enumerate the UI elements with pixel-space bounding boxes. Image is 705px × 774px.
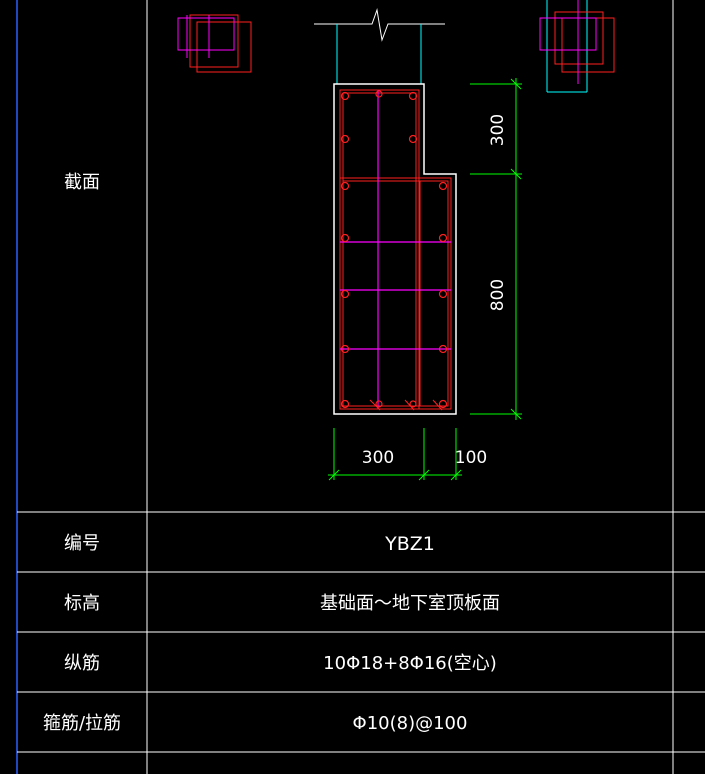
wall-above xyxy=(314,8,445,85)
row-label-stirrups: 箍筋/拉筋 xyxy=(43,713,121,734)
dim-upper-height: 300 xyxy=(488,114,508,146)
stirrups xyxy=(339,89,452,410)
value-longitudinal: 10Φ18+8Φ16(空心) xyxy=(323,653,497,674)
dim-main-width: 300 xyxy=(362,448,394,468)
value-elevation: 基础面～地下室顶板面 xyxy=(320,593,500,614)
stirrup-hooks xyxy=(369,399,443,411)
dim-lower-height: 800 xyxy=(488,279,508,311)
row-label-id: 编号 xyxy=(64,533,100,554)
vertical-dimensions xyxy=(470,78,522,420)
column-outline xyxy=(333,83,457,415)
longitudinal-bars xyxy=(340,90,448,409)
horizontal-dimensions xyxy=(328,428,462,481)
row-label-elevation: 标高 xyxy=(64,593,100,614)
value-stirrups: Φ10(8)@100 xyxy=(353,713,468,734)
dim-offset-width: 100 xyxy=(455,448,487,468)
row-label-longitudinal: 纵筋 xyxy=(64,653,100,674)
row-label-section: 截面 xyxy=(64,172,100,193)
ties xyxy=(340,90,451,409)
table-grid xyxy=(17,0,705,774)
adjacent-section-right xyxy=(539,0,615,93)
adjacent-section-left xyxy=(177,14,252,73)
value-id: YBZ1 xyxy=(384,533,435,555)
